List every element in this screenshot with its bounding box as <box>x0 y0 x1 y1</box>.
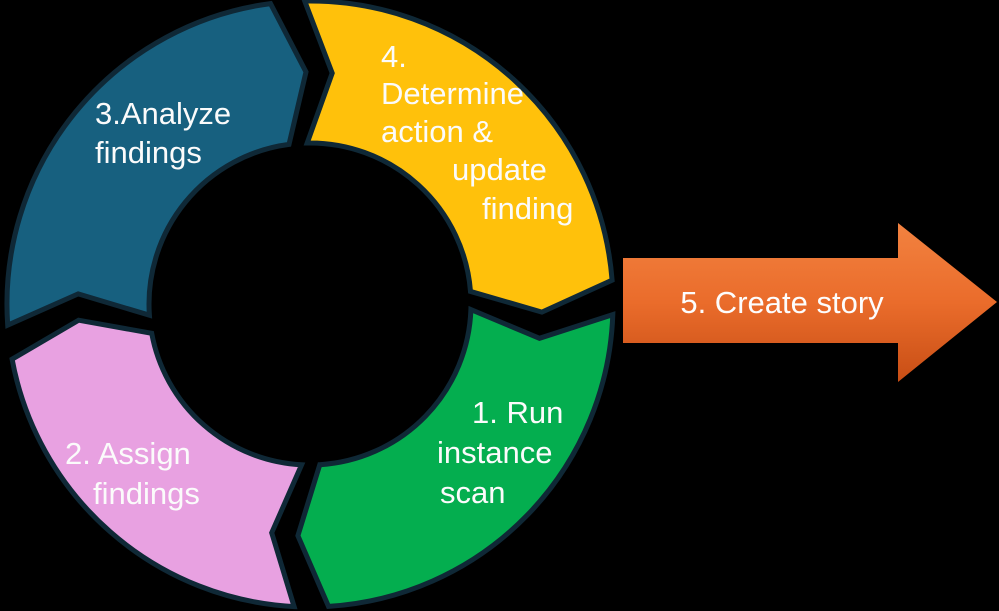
create-story-arrow <box>623 223 997 382</box>
segment-analyze-findings-label-line: 3.Analyze <box>95 96 231 131</box>
segment-analyze-findings <box>4 0 309 329</box>
segment-assign-findings-label-line: 2. Assign <box>65 436 191 471</box>
segment-analyze-findings-label-line: findings <box>95 135 202 170</box>
segment-run-instance-scan <box>295 305 616 610</box>
cycle-ring: 1. Run instance scan 2. Assign findings 3.Ana… <box>4 0 616 610</box>
segment-determine-action-update-finding-label-line: finding <box>482 191 573 226</box>
segment-determine-action-update-finding-label-line: Determine <box>381 76 524 111</box>
segment-determine-action-update-finding-label-line: 4. <box>381 39 407 74</box>
segment-run-instance-scan-label-line: scan <box>440 475 505 510</box>
segment-run-instance-scan-label-line: instance <box>437 435 552 470</box>
segment-determine-action-update-finding-label-line: update <box>452 152 547 187</box>
create-story-arrow-label: 5. Create story <box>680 285 884 320</box>
segment-determine-action-update-finding-label-line: action & <box>381 114 493 149</box>
segment-determine-action-update-finding <box>301 0 615 315</box>
segment-assign-findings <box>9 317 306 610</box>
segment-run-instance-scan-label-line: 1. Run <box>472 395 563 430</box>
segment-assign-findings-label-line: findings <box>93 476 200 511</box>
